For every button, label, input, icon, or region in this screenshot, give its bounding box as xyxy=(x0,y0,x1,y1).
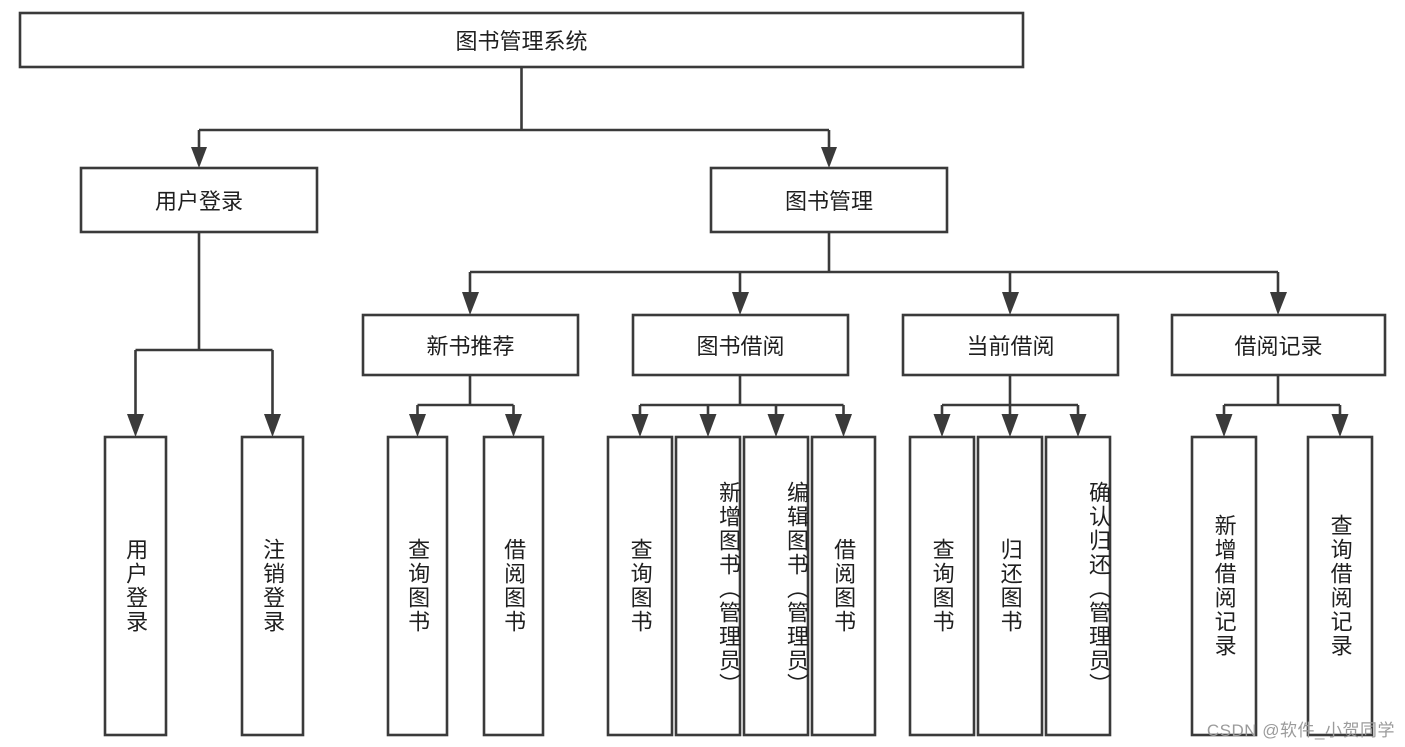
leaf-borrow-record-1[interactable] xyxy=(1306,435,1374,737)
connector-group-new-book-recommend xyxy=(409,375,522,437)
node-user-login[interactable] xyxy=(79,166,319,234)
arrow-leaf-current-borrow-1 xyxy=(1001,414,1019,437)
arrow-leaf-book-borrow-3 xyxy=(835,414,852,437)
connector-group-user-login xyxy=(127,232,281,437)
leaf-current-borrow-0[interactable] xyxy=(908,435,976,737)
connector-group-book-manage xyxy=(462,232,1287,315)
connector-group-borrow-record xyxy=(1215,375,1349,437)
arrow-to-current-borrow xyxy=(1002,292,1019,315)
arrow-leaf-user-login-1 xyxy=(264,414,281,437)
arrow-to-user-login xyxy=(191,147,207,168)
leaf-new-book-1[interactable] xyxy=(482,435,545,737)
connector-group-book-borrow xyxy=(631,375,852,437)
leaf-current-borrow-2[interactable] xyxy=(1044,435,1112,737)
arrow-leaf-book-borrow-2 xyxy=(767,414,785,437)
node-book-borrow[interactable] xyxy=(631,313,850,377)
arrow-leaf-current-borrow-2 xyxy=(1069,414,1087,437)
connector-group-current-borrow xyxy=(933,375,1087,437)
leaf-new-book-0[interactable] xyxy=(386,435,449,737)
arrow-leaf-borrow-record-0 xyxy=(1215,414,1233,437)
node-book-manage[interactable] xyxy=(709,166,949,234)
leaf-book-borrow-1[interactable] xyxy=(674,435,742,737)
arrow-leaf-borrow-record-1 xyxy=(1331,414,1349,437)
arrow-to-new-book-recommend xyxy=(462,292,479,315)
leaf-book-borrow-0[interactable] xyxy=(606,435,674,737)
leaf-user-login-1[interactable] xyxy=(240,435,305,737)
node-new-book-recommend[interactable] xyxy=(361,313,580,377)
node-root[interactable] xyxy=(18,11,1025,69)
connector-group-root xyxy=(191,67,837,168)
arrow-leaf-book-borrow-1 xyxy=(699,414,717,437)
arrow-leaf-new-book-0 xyxy=(409,414,426,437)
leaf-book-borrow-3[interactable] xyxy=(810,435,877,737)
arrow-leaf-book-borrow-0 xyxy=(631,414,649,437)
arrow-leaf-current-borrow-0 xyxy=(933,414,951,437)
leaf-user-login-0[interactable] xyxy=(103,435,168,737)
leaf-borrow-record-0[interactable] xyxy=(1190,435,1258,737)
leaf-book-borrow-2[interactable] xyxy=(742,435,810,737)
watermark: CSDN @软件_小贺同学 xyxy=(1206,721,1395,740)
arrow-to-book-borrow xyxy=(732,292,749,315)
leaf-current-borrow-1[interactable] xyxy=(976,435,1044,737)
node-borrow-record[interactable] xyxy=(1170,313,1387,377)
arrow-to-borrow-record xyxy=(1270,292,1287,315)
node-current-borrow[interactable] xyxy=(901,313,1120,377)
arrow-leaf-new-book-1 xyxy=(505,414,522,437)
arrow-to-book-manage xyxy=(821,147,837,168)
arrow-leaf-user-login-0 xyxy=(127,414,144,437)
